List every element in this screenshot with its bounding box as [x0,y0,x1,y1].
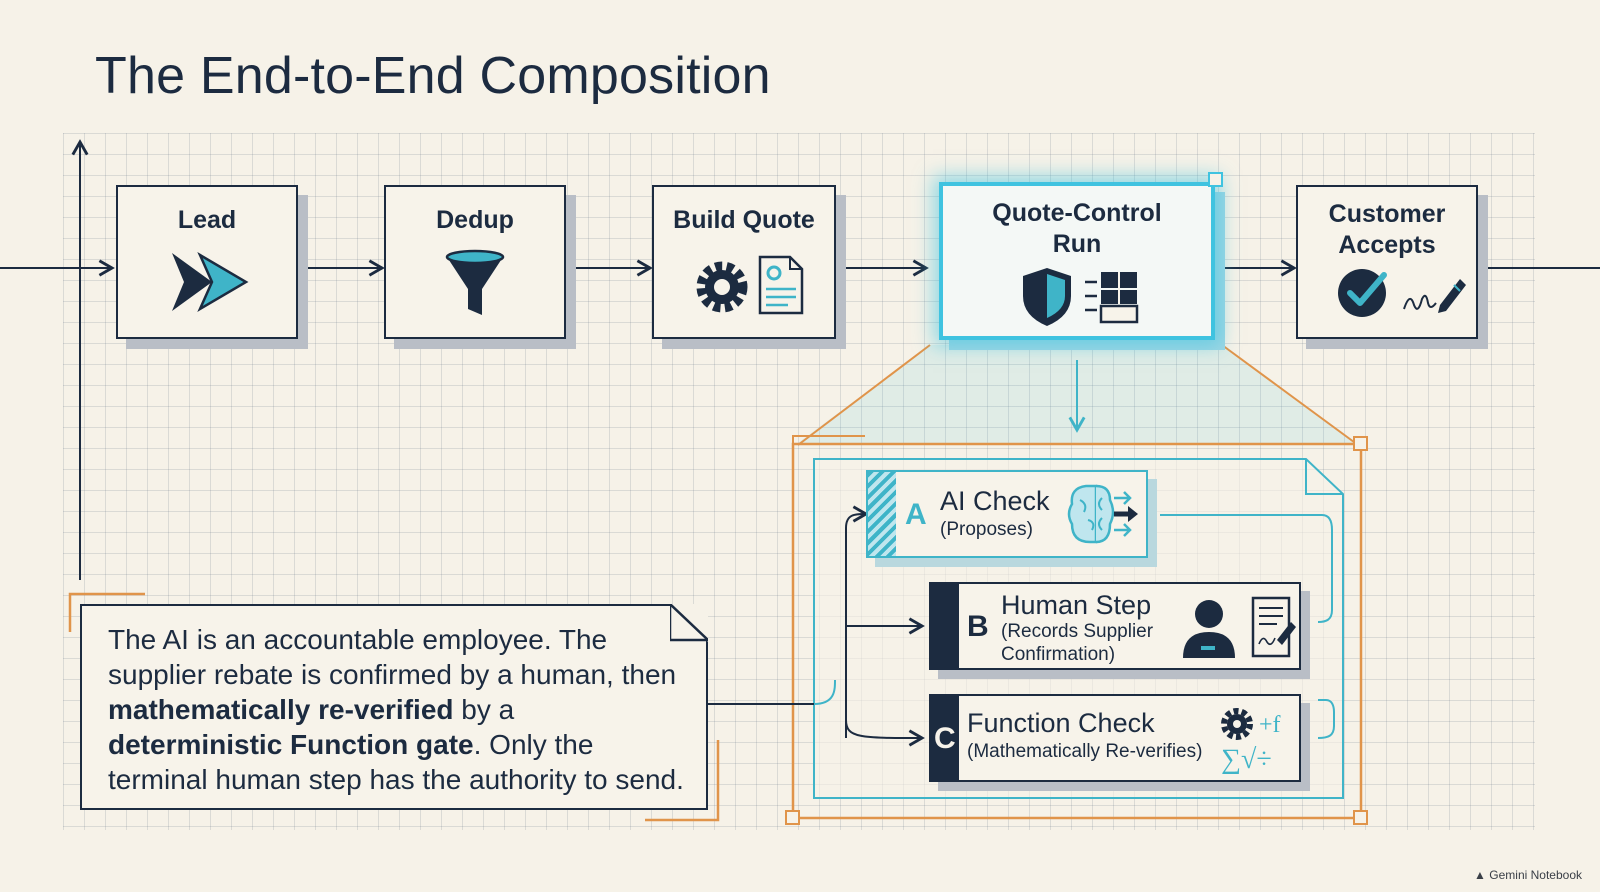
pipeline-label-quote-control-run: Quote-Control Run [992,199,1162,258]
note-text-3: . Only the terminal human step has the a… [108,729,684,795]
shield-flow-icon [1023,268,1139,326]
pipeline-box-customer-accepts[interactable]: Customer Accepts [1296,185,1478,339]
step-a-sub: (Proposes) [940,519,1033,540]
watermark-text: Gemini Notebook [1489,868,1582,882]
svg-text:∑√÷: ∑√÷ [1221,744,1272,774]
step-c-function-check[interactable]: C Function Check (Mathematically Re-veri… [929,694,1301,782]
step-a-ai-check[interactable]: A AI Check (Proposes) [866,470,1148,558]
funnel-icon [445,249,505,315]
watermark: ▲ Gemini Notebook [1474,868,1582,882]
step-c-bar [931,696,959,780]
highlight-corner-marker [1208,172,1223,187]
pipeline-box-quote-control-run[interactable]: Quote-Control Run [939,182,1215,340]
step-b-letter: B [967,610,989,643]
note-folded-corner [670,604,708,642]
step-b-human-step[interactable]: B Human Step (Records Supplier Confirmat… [929,582,1301,670]
explanation-note: The AI is an accountable employee. The s… [80,604,708,810]
note-text-2: by a [453,694,515,725]
gear-document-icon [696,255,804,315]
pipeline-label-build-quote: Build Quote [673,206,815,234]
step-b-sub: (Records Supplier Confirmation) [1001,621,1154,665]
step-b-bar [931,584,959,668]
svg-text:+f: +f [1259,712,1281,738]
brain-arrow-icon [1067,484,1138,544]
step-a-bar [868,472,896,556]
note-bold-1: mathematically re-verified [108,694,454,725]
pipeline-label-dedup: Dedup [436,206,514,234]
step-b-name: Human Step [1001,590,1152,620]
pipeline-box-lead[interactable]: Lead [116,185,298,339]
step-c-name: Function Check [967,708,1155,738]
page-title: The End-to-End Composition [95,47,771,105]
step-c-sub: (Mathematically Re-verifies) [967,741,1203,762]
pipeline-label-lead: Lead [177,206,237,234]
math-gear-icon: +f ∑√÷ [1221,708,1281,774]
step-a-letter: A [905,498,927,531]
step-c-letter: C [934,722,956,755]
pipeline-box-build-quote[interactable]: Build Quote [652,185,836,339]
notebook-icon: ▲ [1474,868,1486,882]
note-bold-2: deterministic Function gate [108,729,474,760]
pipeline-label-customer-accepts: Customer Accepts [1328,200,1446,259]
check-signature-icon [1338,269,1466,317]
arrow-to-step-a [845,505,869,529]
step-a-name: AI Check [940,486,1050,516]
arrow-to-step-c [845,719,925,747]
pipeline-box-dedup[interactable]: Dedup [384,185,566,339]
expansion-frame [791,442,1363,820]
note-text-1: The AI is an accountable employee. The s… [108,624,677,690]
fast-forward-arrow-icon [172,251,249,313]
person-document-icon [1183,596,1296,658]
